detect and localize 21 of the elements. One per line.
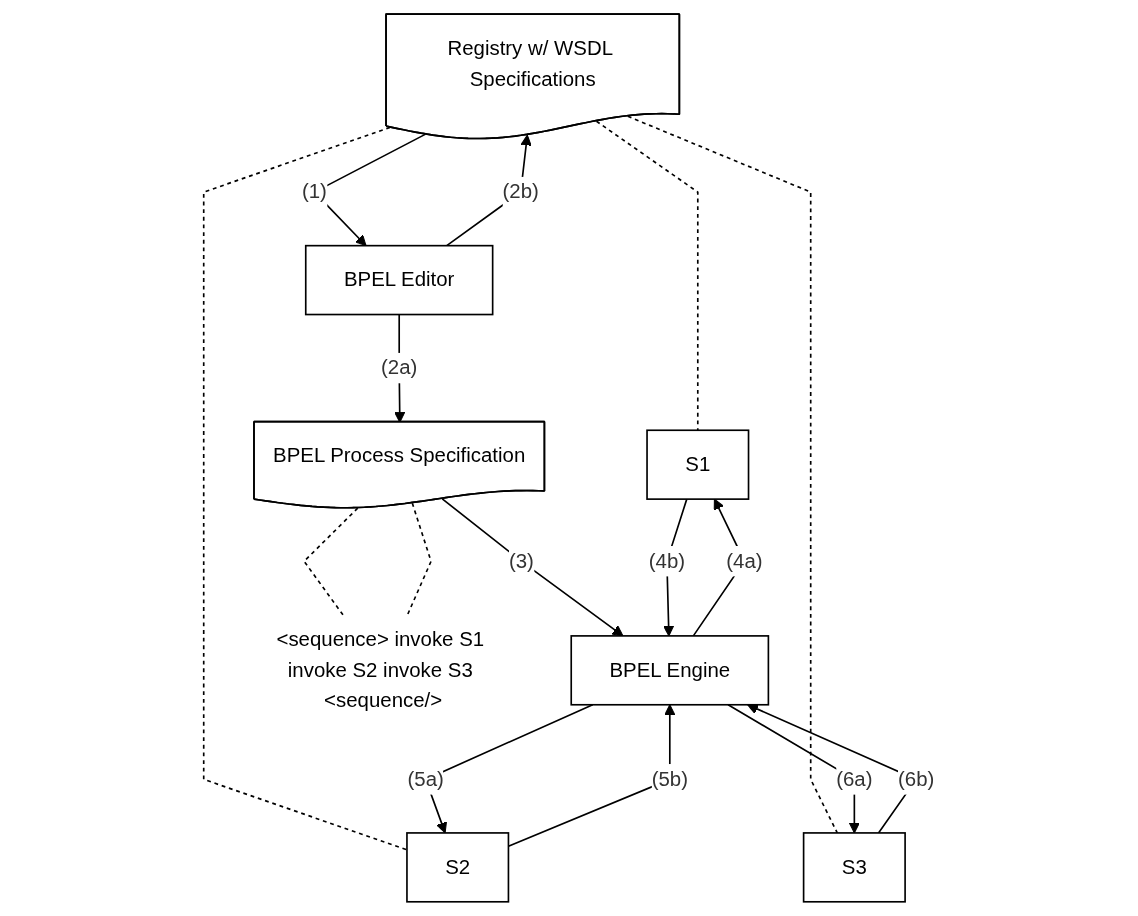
- arrow: [441, 498, 624, 637]
- edge-label: (2a): [381, 356, 418, 379]
- edge-label: (4a): [726, 549, 763, 572]
- edge-label: (3): [508, 549, 534, 572]
- node-box: BPEL Engine: [570, 635, 770, 706]
- connector: [627, 115, 839, 834]
- edge-label: (6a): [836, 767, 873, 790]
- edge-label: (5b): [651, 767, 688, 790]
- connector: [595, 120, 699, 432]
- edge-label: (4b): [648, 549, 686, 572]
- node-box: S2: [406, 832, 510, 903]
- connector: [303, 507, 359, 616]
- node-box: S3: [802, 832, 906, 903]
- edge-label: (5a): [407, 767, 444, 790]
- node-text: <sequence> invoke S1 invoke S2 invoke S3 <sequence/>: [276, 628, 485, 712]
- connector: [406, 502, 432, 616]
- node-box: S1: [646, 429, 750, 500]
- edge-label: (1): [301, 180, 327, 203]
- node-box: BPEL Editor: [304, 244, 494, 316]
- edge-label: (2b): [502, 180, 539, 203]
- edge-label: (6b): [898, 767, 935, 790]
